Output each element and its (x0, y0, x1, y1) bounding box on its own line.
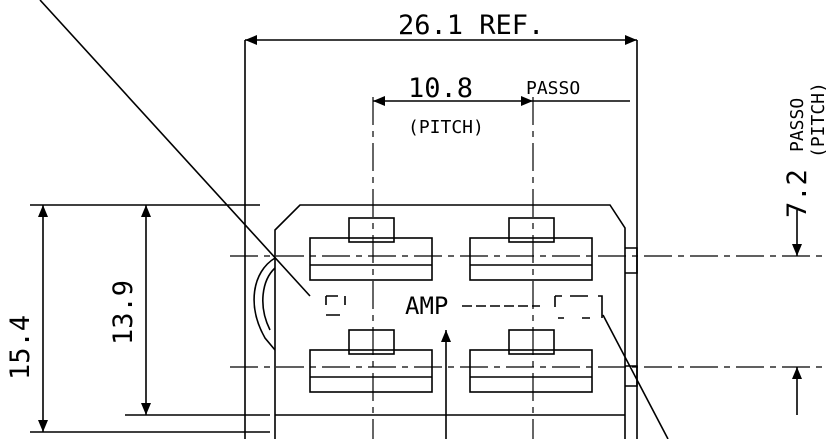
pitch-h-value: 10.8 (408, 73, 473, 104)
pitch-v-label: PASSO (787, 98, 808, 152)
pitch-h-label: PASSO (526, 78, 580, 99)
terminal-cavity-bottom-right (469, 329, 593, 393)
ref-dimension-label: 26.1 REF. (398, 10, 544, 41)
brand-label: AMP (405, 292, 448, 320)
inner-height-label: 13.9 (108, 280, 139, 345)
latch (253, 257, 276, 351)
terminal-cavity-bottom-left (309, 329, 433, 393)
polarization-mark-left (325, 295, 346, 316)
leader-line-bottom-right (602, 314, 669, 439)
outer-height-label: 15.4 (5, 315, 36, 380)
terminal-cavity-top-left (309, 217, 433, 281)
leader-line-top-left (39, 0, 311, 297)
pitch-v-sub: (PITCH) (808, 82, 826, 158)
side-tab (625, 247, 638, 387)
terminal-cavity-top-right (469, 217, 593, 281)
pitch-h-sub: (PITCH) (408, 117, 484, 138)
pitch-v-value: 7.2 (782, 169, 813, 218)
polarization-mark-right (554, 295, 603, 319)
center-lines (230, 97, 826, 439)
